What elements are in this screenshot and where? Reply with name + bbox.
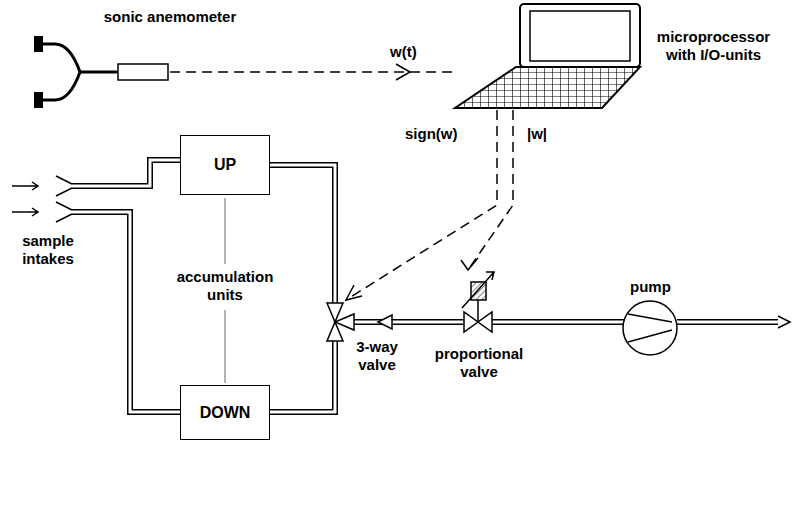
part-label: 3-way valve <box>346 338 408 374</box>
microprocessor-icon <box>455 4 640 108</box>
signal-line <box>170 64 453 80</box>
pump-symbol <box>623 301 677 355</box>
device-label: microprocessor with I/O-units <box>646 28 781 64</box>
signal-name: w(t) <box>390 43 417 61</box>
sonic-anemometer <box>34 36 168 108</box>
three-way-valve <box>327 303 354 341</box>
part-label: pump <box>630 278 671 296</box>
part-label: accumulation units <box>165 268 285 304</box>
outlet-arrow <box>778 316 790 328</box>
part-label: proportional valve <box>423 345 535 381</box>
pipe-bore <box>72 160 778 412</box>
proportional-valve <box>462 272 494 332</box>
flow-arrow <box>378 315 392 329</box>
signal-name: |w| <box>527 125 547 143</box>
accumulation-box: DOWN <box>180 385 270 440</box>
intake-arrows <box>12 176 72 222</box>
box-label: UP <box>214 156 236 174</box>
pipe-outline <box>72 160 778 412</box>
signal-name: sign(w) <box>405 125 458 143</box>
part-label: sample intakes <box>8 232 88 268</box>
box-label: DOWN <box>200 404 251 422</box>
accumulation-box: UP <box>180 135 270 195</box>
device-label: sonic anemometer <box>90 8 250 26</box>
